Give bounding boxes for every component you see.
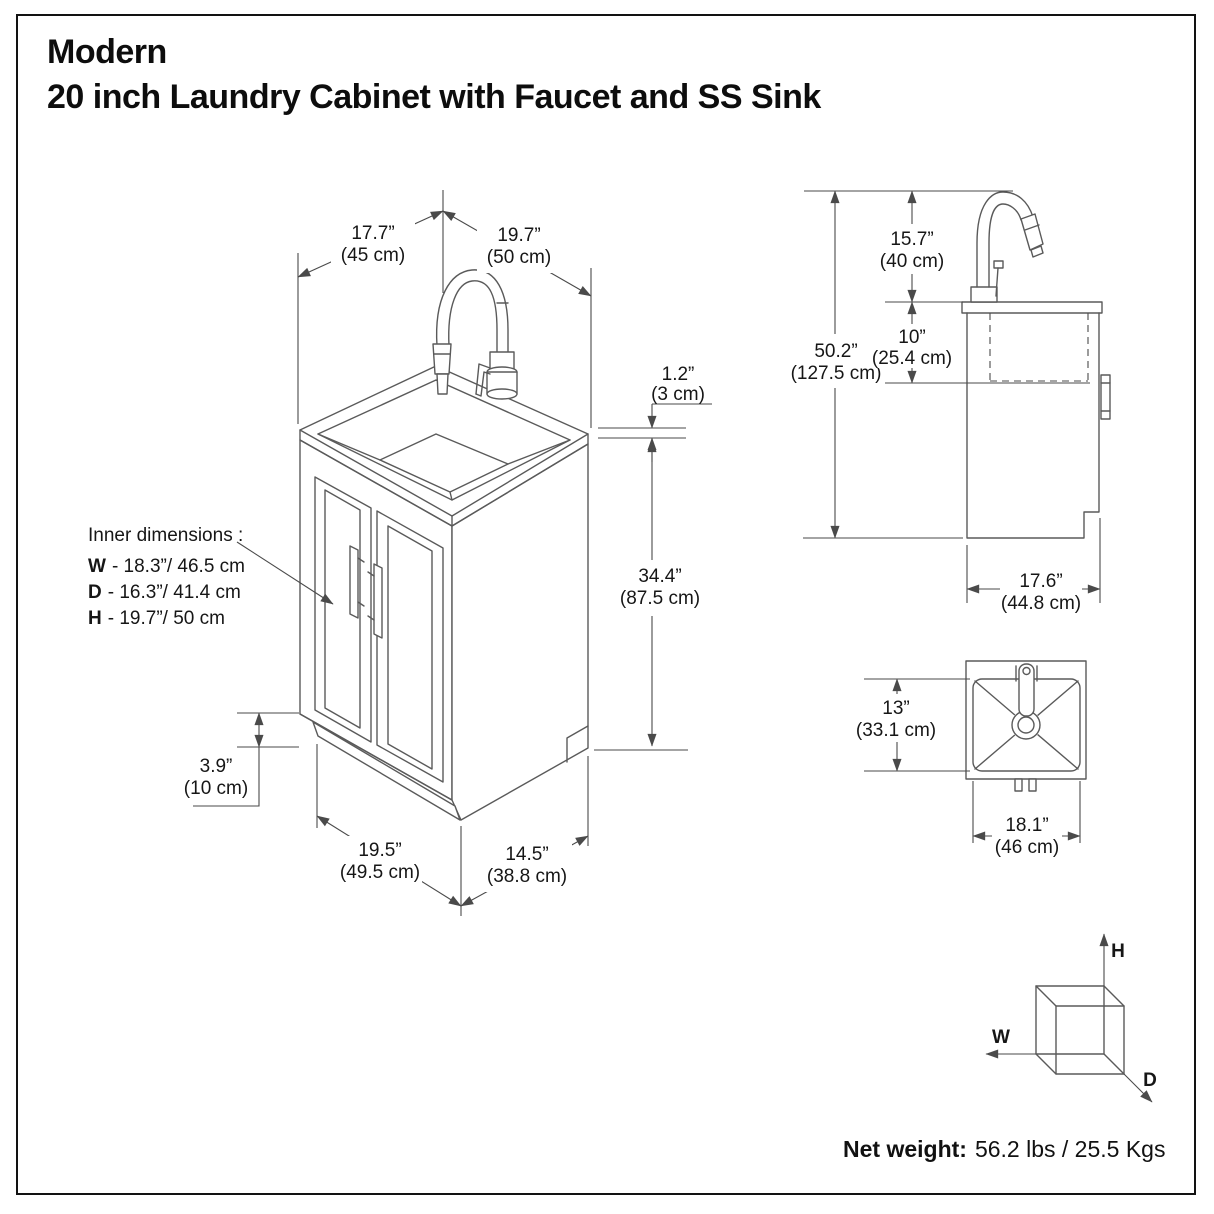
dim-total-height-cm: (127.5 cm): [791, 363, 882, 384]
dim-faucet-height-inches: 15.7”: [890, 229, 933, 250]
product-name-title: 20 inch Laundry Cabinet with Faucet and …: [47, 78, 821, 116]
faucet-lever-icon: [475, 363, 491, 397]
dim-depth-top-cm: (50 cm): [487, 247, 551, 268]
dim-width-top-cm: (45 cm): [341, 245, 405, 266]
toe-kick-notch: [566, 725, 589, 763]
faucet-icon: [432, 269, 518, 400]
dim-sink-front-back-cm: (33.1 cm): [856, 720, 936, 741]
dim-counter-thickness-cm: (3 cm): [651, 384, 705, 405]
axis-w-label: W: [992, 1027, 1010, 1048]
door-left: [314, 476, 372, 743]
side-sink-hidden-outline: [989, 313, 1089, 382]
inner-dim-w-value: - 18.3”/ 46.5 cm: [112, 556, 245, 577]
title-block: Modern 20 inch Laundry Cabinet with Fauc…: [47, 30, 821, 120]
dim-sink-width-cm: (46 cm): [995, 837, 1059, 858]
faucet-base-icon: [486, 351, 518, 400]
dim-sink-depth-cm: (25.4 cm): [872, 348, 952, 369]
isometric-view: 17.7” (45 cm) 19.7” (50 cm) 1.2” (3 cm) …: [88, 190, 712, 916]
dim-depth-top-inches: 19.7”: [497, 225, 540, 246]
inner-dimensions-note: Inner dimensions : W - 18.3”/ 46.5 cm D - …: [88, 525, 334, 629]
side-cabinet-profile: [961, 301, 1111, 539]
page-border: [16, 14, 1196, 1195]
svg-text:H- 19.7”/ 50 cm: H - 19.7”/ 50 cm: [88, 608, 225, 629]
net-weight-value: 56.2 lbs / 25.5 Kgs: [974, 1136, 1166, 1162]
sink-basin: [317, 379, 571, 501]
dim-toe-kick-cm: (10 cm): [184, 778, 248, 799]
iso-dimensions: 17.7” (45 cm) 19.7” (50 cm) 1.2” (3 cm) …: [184, 190, 712, 916]
dim-depth-bottom-cm: (38.8 cm): [487, 866, 567, 887]
axis-cube: H W D: [985, 933, 1157, 1103]
cabinet-doors: [314, 476, 444, 783]
top-drain-inner-icon: [1017, 716, 1035, 734]
top-mount-tab-right: [1028, 778, 1037, 792]
inner-dim-w-key: W: [88, 556, 106, 577]
axis-h-label: H: [1111, 941, 1125, 962]
spray-head-icon: [432, 343, 452, 395]
cabinet-body: [299, 439, 589, 821]
top-faucet-icon: [1015, 663, 1038, 717]
side-countertop: [961, 301, 1103, 314]
top-view: 13” (33.1 cm) 18.1” (46 cm): [854, 660, 1087, 860]
dim-sink-depth-inches: 10”: [898, 327, 925, 348]
dim-cabinet-height-inches: 34.4”: [638, 566, 681, 587]
door-handle-right-icon: [367, 563, 383, 639]
dim-width-bottom-cm: (49.5 cm): [340, 862, 420, 883]
door-left-panel: [324, 489, 361, 729]
side-spray-head-icon: [1020, 213, 1044, 251]
dim-sink-front-back-inches: 13”: [882, 698, 909, 719]
axis-d-arrow: [1123, 1073, 1153, 1103]
dim-faucet-height-cm: (40 cm): [880, 251, 944, 272]
side-faucet-icon: [970, 191, 1044, 303]
dim-total-height-inches: 50.2”: [814, 341, 857, 362]
sink-countertop: [299, 365, 589, 527]
inner-dim-d-value: - 16.3”/ 41.4 cm: [108, 582, 241, 603]
product-series-title: Modern: [47, 33, 167, 71]
axis-d-label: D: [1143, 1070, 1157, 1091]
dim-cabinet-depth-inches: 17.6”: [1019, 571, 1062, 592]
side-faucet-lever-icon: [993, 260, 1004, 297]
inner-dim-h-value: - 19.7”/ 50 cm: [108, 608, 225, 629]
net-weight-label: Net weight:: [843, 1136, 967, 1162]
door-right-panel: [387, 525, 433, 770]
top-dimensions: 13” (33.1 cm) 18.1” (46 cm): [854, 678, 1081, 860]
side-view: 50.2” (127.5 cm) 15.7” (40 cm) 10” (25.4…: [788, 190, 1111, 615]
svg-text:W- 18.3”/ 46.5 cm: W - 18.3”/ 46.5 cm: [88, 556, 245, 577]
dim-depth-bottom-inches: 14.5”: [505, 844, 548, 865]
dim-cabinet-depth-cm: (44.8 cm): [1001, 593, 1081, 614]
dim-counter-thickness-inches: 1.2”: [662, 364, 695, 385]
svg-text:D- 16.3”/ 41.4 cm: D - 16.3”/ 41.4 cm: [88, 582, 241, 603]
side-door-handle-icon: [1100, 374, 1111, 420]
side-cabinet-outline: [966, 312, 1100, 539]
inner-dim-d-key: D: [88, 582, 102, 603]
top-mount-tab-left: [1014, 778, 1023, 792]
inner-dim-h-key: H: [88, 608, 102, 629]
net-weight-note: Net weight: 56.2 lbs / 25.5 Kgs: [843, 1136, 1165, 1163]
dim-sink-width-inches: 18.1”: [1005, 815, 1048, 836]
dim-width-bottom-inches: 19.5”: [358, 840, 401, 861]
door-right: [376, 510, 444, 783]
dim-toe-kick-inches: 3.9”: [200, 756, 233, 777]
inner-dimensions-label: Inner dimensions :: [88, 525, 243, 546]
side-dimensions: 50.2” (127.5 cm) 15.7” (40 cm) 10” (25.4…: [788, 190, 1101, 615]
dim-cabinet-height-cm: (87.5 cm): [620, 588, 700, 609]
door-handle-left-icon: [349, 545, 365, 619]
dim-width-top-inches: 17.7”: [351, 223, 394, 244]
